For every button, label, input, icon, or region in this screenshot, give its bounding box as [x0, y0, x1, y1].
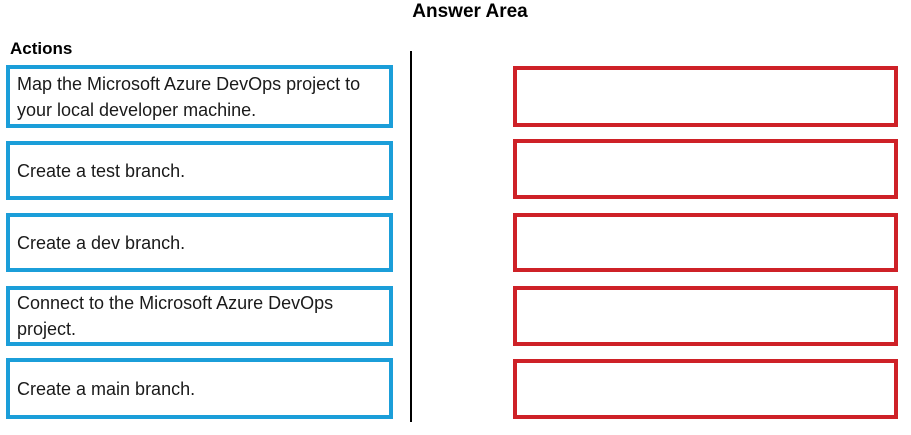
action-item-connect-project[interactable]: Connect to the Microsoft Azure DevOps pr…: [6, 286, 393, 346]
action-item-create-main-branch[interactable]: Create a main branch.: [6, 358, 393, 419]
action-item-label: Create a test branch.: [17, 160, 186, 181]
action-item-map-project[interactable]: Map the Microsoft Azure DevOps project t…: [6, 65, 393, 128]
action-item-label: Create a main branch.: [17, 378, 196, 399]
answer-slot-1[interactable]: [513, 66, 898, 127]
action-item-create-test-branch[interactable]: Create a test branch.: [6, 141, 393, 200]
action-item-label: Create a dev branch.: [17, 232, 186, 253]
answer-slot-4[interactable]: [513, 286, 898, 346]
action-item-label: Connect to the Microsoft Azure DevOps pr…: [17, 293, 334, 339]
action-item-label: Map the Microsoft Azure DevOps project t…: [17, 73, 361, 120]
answer-slot-2[interactable]: [513, 139, 898, 199]
page-title: Answer Area: [412, 1, 528, 22]
answer-slot-3[interactable]: [513, 213, 898, 272]
column-divider: [410, 51, 412, 422]
answer-slot-5[interactable]: [513, 359, 898, 419]
action-item-create-dev-branch[interactable]: Create a dev branch.: [6, 213, 393, 272]
actions-heading: Actions: [10, 39, 73, 58]
